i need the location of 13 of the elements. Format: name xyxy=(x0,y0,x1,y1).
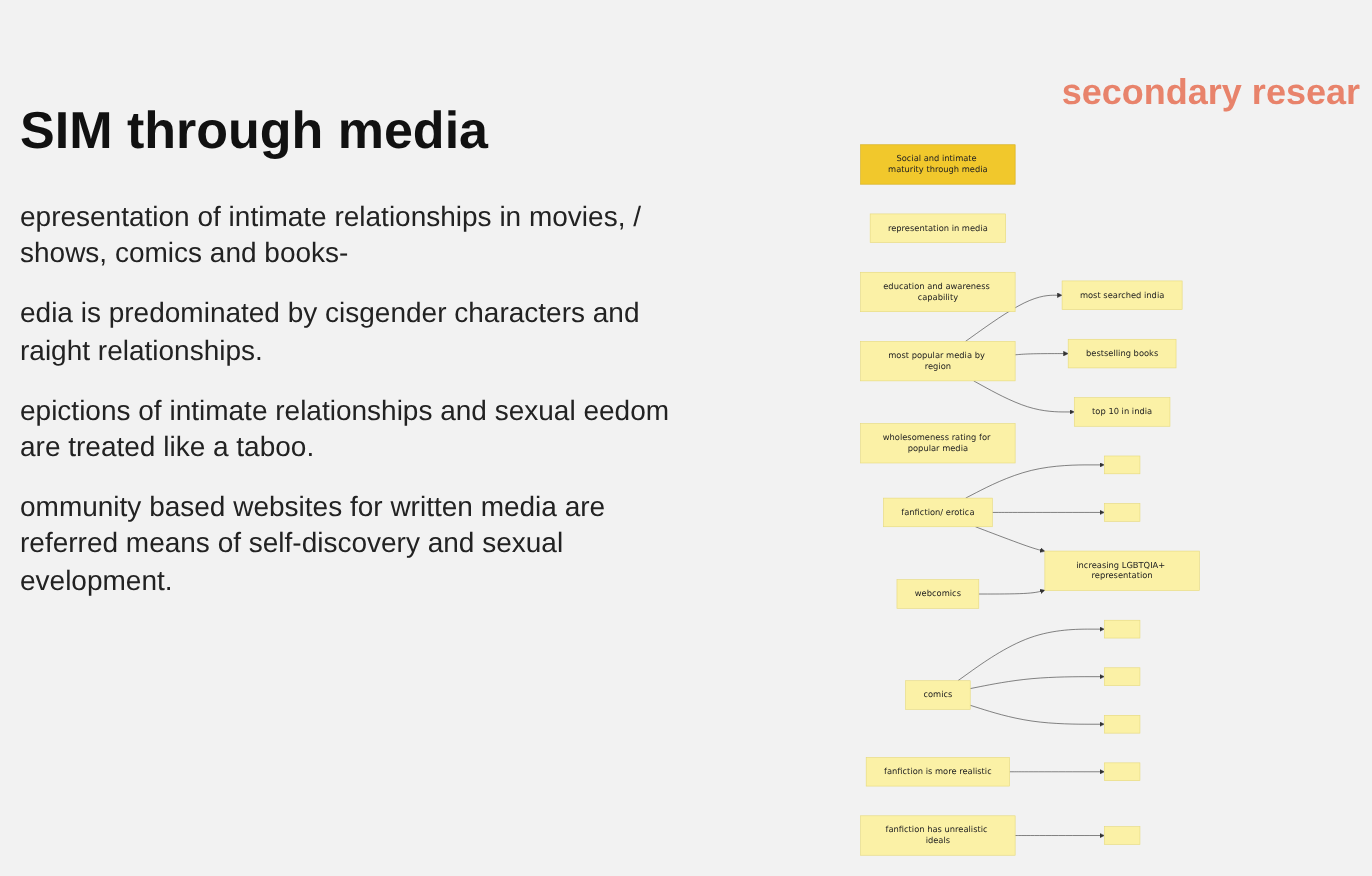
bullet-text: epictions of intimate relationships and sexual eedom are treated like a taboo. xyxy=(20,391,672,465)
section-heading: secondary resear xyxy=(1061,72,1360,114)
bullet-text: edia is predominated by cisgender characters and raight relationships. xyxy=(20,294,642,368)
node-box xyxy=(1104,619,1141,639)
node-box xyxy=(1104,715,1141,734)
node-box xyxy=(1104,826,1141,845)
bullet-text: ommunity based websites for written media are referred means of self-discovery and sexual evelopment. xyxy=(20,488,608,598)
bullet-text: epresentation of intimate relationships in movies, / shows, comics and books- xyxy=(20,198,643,271)
node-box xyxy=(1104,503,1141,522)
node-box xyxy=(1104,762,1141,781)
node-box xyxy=(1104,455,1141,475)
node-box xyxy=(1104,667,1141,686)
slide-title: SIM through media xyxy=(20,100,491,162)
